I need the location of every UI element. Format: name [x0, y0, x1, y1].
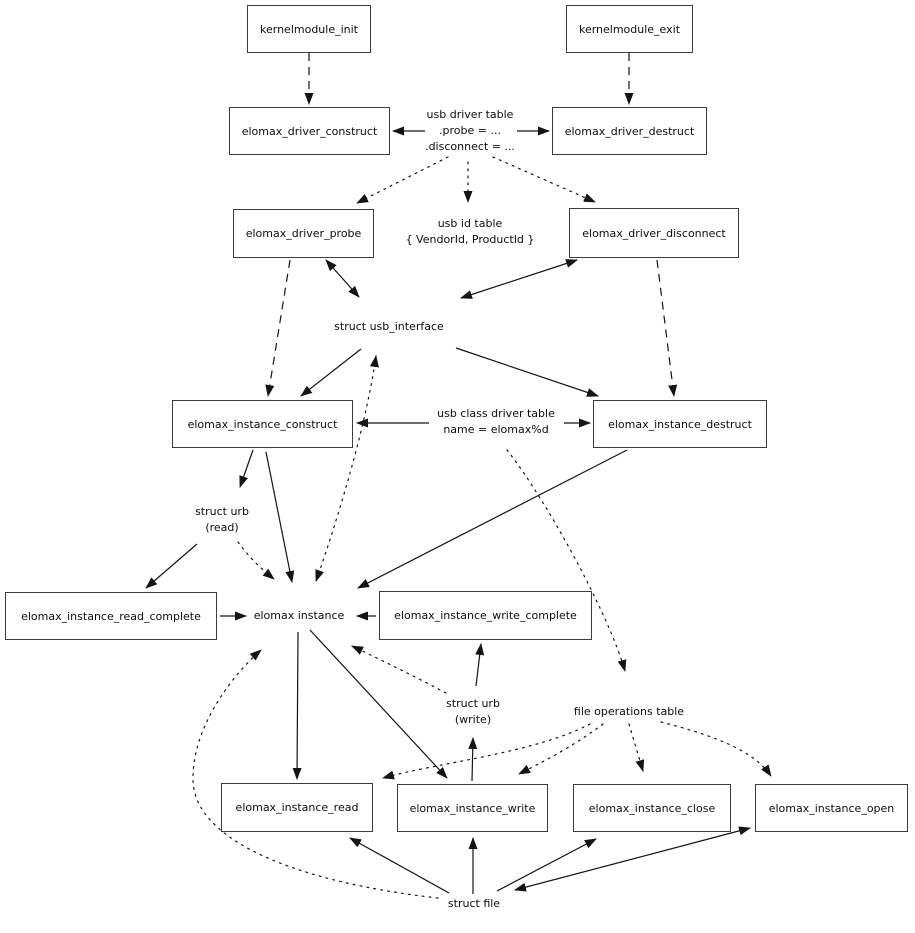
edge-construct-urbread: [239, 449, 254, 488]
edge-construct-instance: [265, 451, 295, 583]
node-label: elomax_driver_disconnect: [582, 226, 726, 240]
node-label: elomax_instance_construct: [187, 417, 338, 431]
edge-instance-read: [292, 631, 302, 780]
edge-file-open: [514, 826, 751, 892]
node-elomax-instance-open: elomax_instance_open: [755, 784, 908, 832]
edge-instance-usbinterface: [315, 355, 379, 582]
node-elomax-instance-construct: elomax_instance_construct: [172, 400, 353, 448]
node-label: elomax_driver_probe: [245, 227, 362, 240]
node-label: elomax_instance_write_complete: [394, 609, 577, 622]
label-struct-urb-write: struct urb (write): [446, 697, 500, 726]
node-label: elomax_driver_construct: [241, 124, 378, 138]
edge-urbread-instance: [237, 541, 275, 580]
node-label: elomax_instance_write: [409, 801, 536, 815]
node-kernelmodule-init: kernelmodule_init: [247, 5, 371, 53]
node-label: elomax_instance_destruct: [608, 417, 752, 431]
edge-destruct-instance: [357, 449, 628, 589]
edge-usbinterface-instance-destruct: [455, 347, 599, 397]
edge-fileops-write: [518, 723, 604, 775]
node-elomax-instance-read-complete: elomax_instance_read_complete: [5, 592, 217, 640]
edge-probe-usbinterface: [325, 259, 360, 298]
node-elomax-instance-write-complete: elomax_instance_write_complete: [379, 591, 592, 640]
node-elomax-instance-write: elomax_instance_write: [397, 784, 548, 832]
edge-file-instance: [192, 649, 439, 899]
label-elomax-instance: elomax instance: [253, 609, 345, 622]
label-usb-driver-table: usb driver table .probe = ... .disconnec…: [425, 108, 515, 153]
node-label: kernelmodule_init: [260, 22, 358, 36]
label-struct-usb-interface: struct usb_interface: [334, 320, 444, 333]
label-struct-file: struct file: [447, 897, 501, 910]
node-kernelmodule-exit: kernelmodule_exit: [566, 5, 693, 53]
edge-classtable-fileops: [506, 449, 627, 672]
node-label: elomax_driver_destruct: [564, 124, 695, 138]
edge-probe-instance-construct: [265, 259, 291, 397]
edge-fileops-read: [382, 723, 591, 780]
edge-usbdrvtable-driver-probe: [356, 156, 449, 204]
edge-fileops-open: [660, 721, 772, 777]
label-struct-urb-read: struct urb (read): [195, 505, 249, 534]
node-elomax-instance-close: elomax_instance_close: [573, 784, 731, 832]
label-usb-id-table: usb id table { VendorId, ProductId }: [405, 217, 535, 246]
edge-urbread-readcomplete: [145, 543, 198, 589]
edge-file-read: [349, 837, 450, 894]
node-elomax-driver-disconnect: elomax_driver_disconnect: [569, 208, 739, 258]
edge-write-urbwrite: [468, 737, 478, 782]
edge-urbwrite-instance: [351, 645, 447, 694]
node-label: elomax_instance_read: [235, 801, 359, 814]
edge-usbdrvtable-driver-disconnect: [492, 156, 596, 203]
node-label: elomax_instance_close: [588, 801, 716, 815]
edge-disconnect-usbinterface: [460, 259, 578, 299]
edge-file-close: [496, 838, 597, 892]
node-elomax-driver-probe: elomax_driver_probe: [233, 209, 374, 258]
node-elomax-driver-destruct: elomax_driver_destruct: [552, 107, 707, 155]
edge-instance-write: [309, 629, 448, 779]
edge-disconnect-instance-destruct: [656, 259, 678, 397]
node-elomax-instance-read: elomax_instance_read: [221, 783, 373, 832]
edge-urbwrite-writecomplete: [475, 643, 485, 687]
node-label: elomax_instance_open: [768, 801, 895, 815]
label-usb-class-driver-table: usb class driver table name = elomax%d: [437, 407, 555, 436]
node-label: kernelmodule_exit: [578, 22, 681, 36]
node-elomax-driver-construct: elomax_driver_construct: [229, 107, 390, 155]
node-label: elomax_instance_read_complete: [21, 609, 201, 623]
edge-fileops-close: [628, 723, 645, 772]
label-file-operations-table: file operations table: [573, 705, 685, 718]
node-elomax-instance-destruct: elomax_instance_destruct: [593, 400, 767, 448]
edge-usbinterface-instance-construct: [300, 348, 362, 397]
